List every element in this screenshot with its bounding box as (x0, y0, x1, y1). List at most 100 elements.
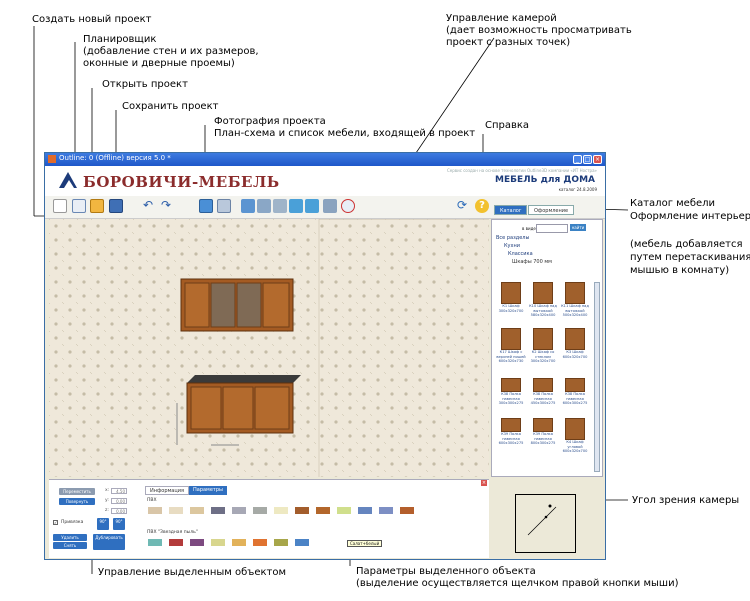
cabinet-thumbnail-icon (501, 328, 521, 350)
color-swatch[interactable] (168, 538, 184, 547)
color-swatch[interactable] (315, 506, 331, 515)
refresh-icon[interactable]: ⟳ (457, 198, 468, 212)
camera-view-icon-1[interactable] (241, 199, 255, 213)
snap-label: Привязка (61, 520, 84, 525)
color-swatch[interactable] (336, 506, 352, 515)
tree-kitchens[interactable]: Кухни (504, 243, 520, 249)
color-swatch[interactable] (210, 506, 226, 515)
catalog-brand: МЕБЕЛЬ для ДОМА (495, 175, 595, 185)
move-button[interactable]: Переместить (59, 488, 95, 495)
catalog-item[interactable]: К38 Полка навесная 450х300х275 (528, 378, 558, 406)
color-swatch[interactable] (168, 506, 184, 515)
camera-view-icon-3[interactable] (273, 199, 287, 213)
camera-photo-icon[interactable] (199, 199, 213, 213)
color-swatch[interactable] (252, 506, 268, 515)
cabinet-thumbnail-icon (565, 418, 585, 440)
catalog-item-caption: К39 Полка навесная 600х300х275 (498, 432, 524, 445)
rotate-left-button[interactable]: 90° (97, 518, 109, 530)
catalog-item-caption: К2 Шкаф со стеклом 300х320х700 (530, 350, 556, 363)
room-viewport[interactable] (49, 219, 489, 477)
shelf-thumbnail-icon (533, 418, 553, 432)
catalog-item[interactable]: К39 Полка навесная 800х300х275 (528, 418, 558, 446)
catalog-item[interactable]: К2 Шкаф со стеклом 300х320х700 (528, 328, 558, 364)
close-icon[interactable]: × (593, 155, 602, 164)
snap-checkbox[interactable]: ✓ (53, 520, 58, 525)
annotation-catalog-hint-1: (мебель добавляется (630, 239, 743, 250)
camera-angle-widget[interactable] (515, 494, 576, 553)
duplicate-button[interactable]: Дублировать (93, 534, 125, 550)
cabinet-thumbnail-icon (533, 282, 553, 304)
catalog-item[interactable]: К4 Шкаф угловой 600х320х700 (560, 418, 590, 454)
x-input[interactable]: 4.50 (111, 488, 127, 494)
panel-close-icon[interactable]: × (481, 480, 487, 486)
annotation-help: Справка (485, 120, 530, 131)
color-swatch[interactable] (357, 506, 373, 515)
color-swatch[interactable] (231, 538, 247, 547)
catalog-item[interactable]: К1 Шкаф 300х320х700 (496, 282, 526, 313)
rotate-button[interactable]: Повернуть (59, 498, 95, 505)
color-swatch[interactable] (294, 506, 310, 515)
help-icon[interactable]: ? (475, 199, 489, 213)
tab-params[interactable]: Параметры (189, 486, 227, 495)
annotation-planner: Планировщик (83, 34, 157, 45)
camera-zoom-icon[interactable] (305, 199, 319, 213)
tree-cabinets-700[interactable]: Шкафы 700 мм (512, 259, 552, 265)
catalog-item[interactable]: К39 Полка навесная 600х300х275 (496, 418, 526, 446)
z-input[interactable]: 0.00 (111, 508, 127, 514)
catalog-item[interactable]: К17 Шкаф с верхней нишей 600х320х730 (496, 328, 526, 364)
new-project-icon[interactable] (53, 199, 67, 213)
tab-catalog[interactable]: Каталог (494, 205, 528, 215)
y-label: y: (105, 498, 109, 503)
color-swatch[interactable] (273, 538, 289, 547)
rotate-right-button[interactable]: 90° (113, 518, 125, 530)
catalog-item[interactable]: К38 Полка навесная 300х300х275 (496, 378, 526, 406)
redo-icon[interactable]: ↷ (161, 198, 172, 212)
camera-record-icon[interactable] (341, 199, 355, 213)
color-swatch[interactable] (399, 506, 415, 515)
catalog-item[interactable]: К3 Шкаф 600х320х700 (560, 328, 590, 359)
tab-info[interactable]: Информация (145, 486, 190, 495)
app-icon (48, 155, 56, 163)
maximize-icon[interactable]: □ (583, 155, 592, 164)
cabinet-thumbnail-icon (565, 328, 585, 350)
color-swatch[interactable] (294, 538, 310, 547)
color-swatch[interactable] (189, 538, 205, 547)
planner-icon[interactable] (72, 199, 86, 213)
delete-button[interactable]: Удалить (53, 534, 87, 541)
minimize-icon[interactable]: _ (573, 155, 582, 164)
save-icon[interactable] (109, 199, 123, 213)
camera-move-icon[interactable] (289, 199, 303, 213)
camera-view-icon-2[interactable] (257, 199, 271, 213)
tree-all-sections[interactable]: Все разделы (496, 235, 530, 241)
annotation-catalog: Каталог мебели (630, 198, 716, 209)
catalog-item[interactable]: К10 Шкаф над вытяжкой 580х320х400 (528, 282, 558, 318)
x-label: x: (105, 488, 110, 493)
deselect-button[interactable]: Снять выделение (53, 542, 87, 555)
color-swatch[interactable] (147, 538, 163, 547)
shelf-thumbnail-icon (501, 418, 521, 432)
tree-classic[interactable]: Классика (508, 251, 533, 257)
color-swatch[interactable] (273, 506, 289, 515)
catalog-item[interactable]: К38 Полка навесная 600х300х275 (560, 378, 590, 406)
color-swatch[interactable] (210, 538, 226, 547)
camera-rotate-icon[interactable] (323, 199, 337, 213)
color-swatch[interactable] (147, 506, 163, 515)
plan-list-icon[interactable] (217, 199, 231, 213)
color-swatch[interactable] (378, 506, 394, 515)
search-input[interactable] (536, 224, 568, 233)
catalog-item[interactable]: К11 Шкаф над вытяжкой 500х320х400 (560, 282, 590, 318)
open-folder-icon[interactable] (90, 199, 104, 213)
brand-header: БОРОВИЧИ-МЕБЕЛЬ Сервис создан на основе … (45, 166, 605, 196)
y-input[interactable]: 0.00 (111, 498, 127, 504)
color-swatch[interactable] (252, 538, 268, 547)
color-swatch[interactable] (231, 506, 247, 515)
catalog-scrollbar[interactable] (594, 282, 600, 472)
tab-decor[interactable]: Оформление (528, 205, 575, 215)
catalog-item-caption: К38 Полка навесная 300х300х275 (498, 392, 524, 405)
annotation-selected-control: Управление выделенным объектом (98, 567, 287, 578)
cabinet-thumbnail-icon (533, 328, 553, 350)
color-swatch[interactable] (189, 506, 205, 515)
undo-icon[interactable]: ↶ (143, 198, 154, 212)
z-label: z: (105, 508, 109, 513)
search-button[interactable]: найти (570, 224, 586, 231)
